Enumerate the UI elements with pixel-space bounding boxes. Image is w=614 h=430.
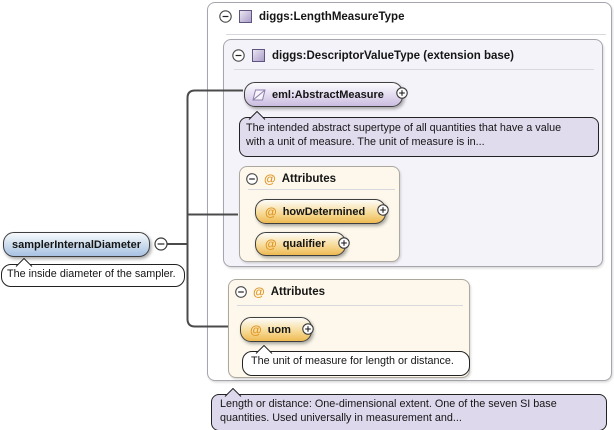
lengthmeasuretype-box: diggs:LengthMeasureType diggs:Descriptor… (207, 2, 612, 381)
collapse-icon[interactable] (246, 173, 258, 185)
expand-icon[interactable] (302, 323, 314, 335)
annotation-line: The inside diameter of the sampler. (7, 268, 176, 280)
annotation-line: with a unit of measure. The unit of meas… (246, 136, 485, 148)
attributes-title: Attributes (281, 173, 337, 185)
samplerinternaldiameter-annotation: The inside diameter of the sampler. (1, 257, 185, 287)
element-label: eml:AbstractMeasure (272, 88, 384, 101)
attribute-icon: @ (250, 322, 262, 337)
attribute-icon: @ (264, 172, 276, 186)
howdetermined-attribute[interactable]: @ howDetermined (255, 199, 386, 224)
collapse-icon[interactable] (219, 10, 232, 23)
attribute-icon: @ (265, 204, 277, 219)
samplerinternaldiameter-element[interactable]: samplerInternalDiameter (3, 232, 150, 257)
qualifier-attribute[interactable]: @ qualifier (255, 232, 346, 256)
descriptorvaluetype-box: diggs:DescriptorValueType (extension bas… (223, 39, 603, 267)
attribute-label: uom (267, 323, 291, 336)
annotation-line: The unit of measure for length or distan… (251, 355, 454, 367)
expand-icon[interactable] (396, 87, 408, 99)
attribute-label: qualifier (282, 238, 326, 250)
callout-notch (255, 344, 273, 358)
element-label: samplerInternalDiameter (12, 238, 141, 251)
lengthmeasuretype-header: diggs:LengthMeasureType (219, 10, 404, 23)
attributes-title: Attributes (270, 286, 326, 298)
header-separator (226, 34, 606, 35)
callout-notch (248, 110, 266, 124)
expand-icon[interactable] (377, 204, 389, 216)
attributes-header: @ Attributes (246, 173, 336, 185)
attribute-icon: @ (253, 285, 265, 299)
own-attributes-box: @ Attributes @ uom The unit of measure f… (228, 279, 470, 378)
annotation-line: Length or distance: One-dimensional exte… (220, 398, 557, 410)
header-separator (248, 189, 395, 190)
extension-attributes-box: @ Attributes @ howDetermined @ qualifier (239, 166, 400, 262)
header-separator (234, 69, 594, 70)
abstractmeasure-annotation: The intended abstract supertype of all q… (239, 110, 599, 157)
type-title: diggs:LengthMeasureType (259, 10, 405, 23)
callout-notch (15, 257, 33, 271)
lengthmeasuretype-annotation: Length or distance: One-dimensional exte… (211, 387, 607, 430)
extension-title: diggs:DescriptorValueType (extension bas… (272, 49, 514, 62)
expand-icon[interactable] (338, 237, 350, 249)
trunk-wire (186, 89, 243, 328)
annotation-line: The intended abstract supertype of all q… (246, 122, 562, 134)
annotation-line: quantities. Used universally in measurem… (220, 412, 462, 424)
collapse-icon[interactable] (232, 49, 245, 62)
complex-type-icon (239, 10, 252, 23)
uom-annotation: The unit of measure for length or distan… (242, 344, 470, 376)
descriptorvaluetype-header: diggs:DescriptorValueType (extension bas… (232, 49, 514, 62)
attribute-icon: @ (265, 237, 277, 251)
complex-type-icon (252, 49, 265, 62)
header-separator (237, 305, 463, 306)
attribute-label: howDetermined (282, 205, 366, 218)
callout-notch (224, 387, 242, 401)
abstractmeasure-element[interactable]: eml:AbstractMeasure (244, 82, 403, 107)
element-ref-icon (252, 89, 266, 101)
root-collapse-toggle[interactable] (154, 237, 168, 251)
